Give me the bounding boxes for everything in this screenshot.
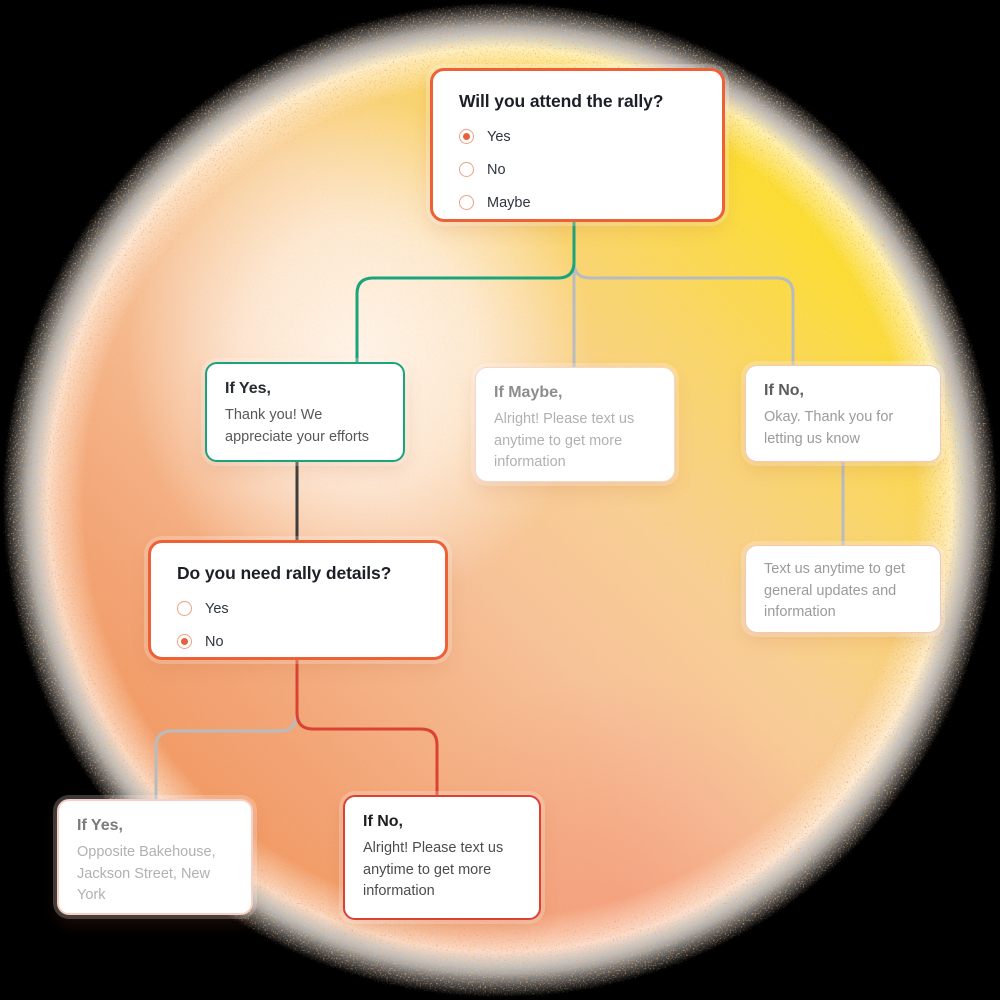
node-no-followup[interactable]: Text us anytime to get general updates a… [745,545,941,633]
radio-icon[interactable] [459,162,474,177]
radio-icon[interactable] [459,129,474,144]
radio-option-details-no[interactable]: No [177,633,419,650]
radio-option-no[interactable]: No [459,161,696,178]
branch-yes-title: If Yes, [225,380,271,397]
branch-no-title: If No, [764,382,804,399]
radio-icon[interactable] [177,634,192,649]
branch-maybe-title: If Maybe, [494,384,563,401]
radio-label-details-no: No [205,633,224,650]
radio-icon[interactable] [459,195,474,210]
radio-label-no: No [487,161,506,178]
details-yes-body: Opposite Bakehouse, Jackson Street, New … [77,844,216,903]
branch-maybe-body: Alright! Please text us anytime to get m… [494,411,635,470]
details-yes-title: If Yes, [77,817,123,834]
node-branch-no[interactable]: If No, Okay. Thank you for letting us kn… [745,365,941,462]
radio-label-yes: Yes [487,128,511,145]
radio-option-yes[interactable]: Yes [459,128,696,145]
node-branch-maybe[interactable]: If Maybe, Alright! Please text us anytim… [475,367,675,482]
radio-label-maybe: Maybe [487,194,531,211]
details-question-title: Do you need rally details? [177,563,392,583]
no-followup-body: Text us anytime to get general updates a… [764,561,906,620]
radio-option-maybe[interactable]: Maybe [459,194,696,211]
radio-icon[interactable] [177,601,192,616]
node-details-question[interactable]: Do you need rally details? Yes No [148,540,448,660]
node-branch-yes[interactable]: If Yes, Thank you! We appreciate your ef… [205,362,405,462]
branch-yes-body: Thank you! We appreciate your efforts [225,407,370,445]
details-no-body: Alright! Please text us anytime to get m… [363,840,504,899]
root-question-title: Will you attend the rally? [459,91,664,111]
node-details-yes[interactable]: If Yes, Opposite Bakehouse, Jackson Stre… [57,799,253,915]
branch-no-body: Okay. Thank you for letting us know [764,409,894,447]
radio-label-details-yes: Yes [205,600,229,617]
details-no-title: If No, [363,813,403,830]
node-details-no[interactable]: If No, Alright! Please text us anytime t… [343,795,541,920]
node-root-question[interactable]: Will you attend the rally? Yes No Maybe [430,68,725,222]
radio-option-details-yes[interactable]: Yes [177,600,419,617]
